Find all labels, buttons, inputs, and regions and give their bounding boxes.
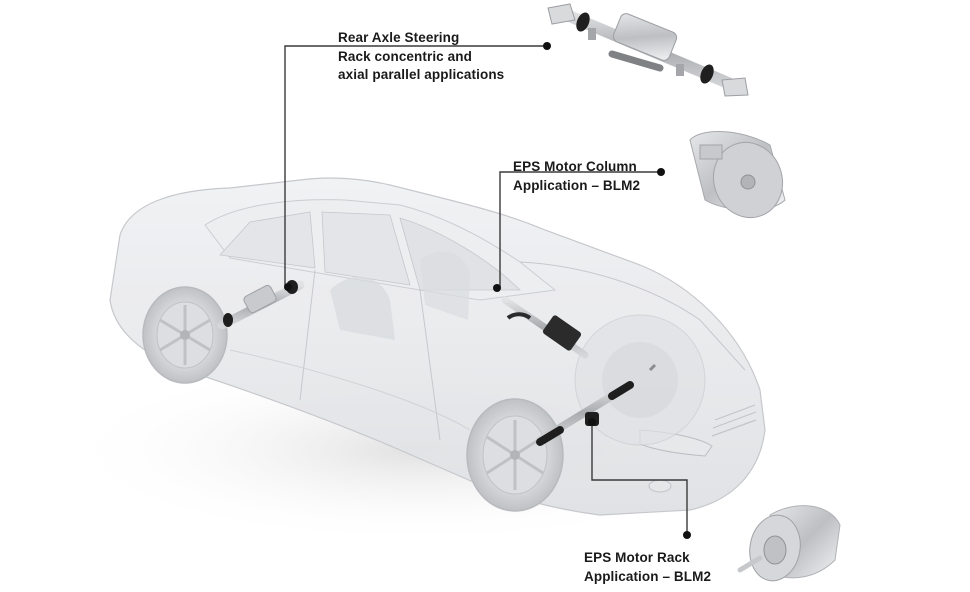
callout-rear-axle-line-3: axial parallel applications bbox=[338, 67, 505, 82]
callout-rear-axle-line-1: Rear Axle Steering bbox=[338, 30, 460, 45]
callout-eps-motor-column: EPS Motor Column Application – BLM2 bbox=[513, 158, 640, 195]
car-body bbox=[109, 177, 766, 516]
rack-motor-product bbox=[737, 505, 841, 582]
leader-line-column bbox=[499, 171, 661, 288]
dot-rack-label bbox=[683, 531, 691, 539]
callout-rear-axle-steering: Rear Axle Steering Rack concentric and a… bbox=[338, 29, 504, 85]
callout-rack-line-2: Application – BLM2 bbox=[584, 568, 712, 584]
rear-axle-actuator-in-car bbox=[217, 280, 305, 330]
rear-wheel bbox=[142, 286, 228, 384]
column-motor-in-car bbox=[501, 296, 589, 359]
leader-line-rack bbox=[591, 422, 688, 535]
leader-lines bbox=[284, 45, 688, 535]
callout-rack-line-1: EPS Motor Rack bbox=[584, 550, 690, 565]
callout-column-line-2: Application – BLM2 bbox=[513, 177, 641, 193]
rear-axle-actuator-product bbox=[547, 3, 749, 97]
callout-column-line-1: EPS Motor Column bbox=[513, 159, 637, 174]
dot-rear-axle-target bbox=[284, 283, 292, 291]
dot-column-target bbox=[493, 284, 501, 292]
column-motor-product bbox=[689, 131, 786, 219]
callout-rear-axle-line-2: Rack concentric and bbox=[338, 48, 472, 64]
front-wheel bbox=[466, 398, 564, 512]
leader-line-rear-axle bbox=[284, 45, 547, 287]
callout-eps-motor-rack: EPS Motor Rack Application – BLM2 bbox=[584, 549, 711, 586]
dot-column-label bbox=[657, 168, 665, 176]
leader-dots bbox=[284, 42, 691, 539]
dot-rack-target bbox=[588, 418, 596, 426]
dot-rear-axle-label bbox=[543, 42, 551, 50]
